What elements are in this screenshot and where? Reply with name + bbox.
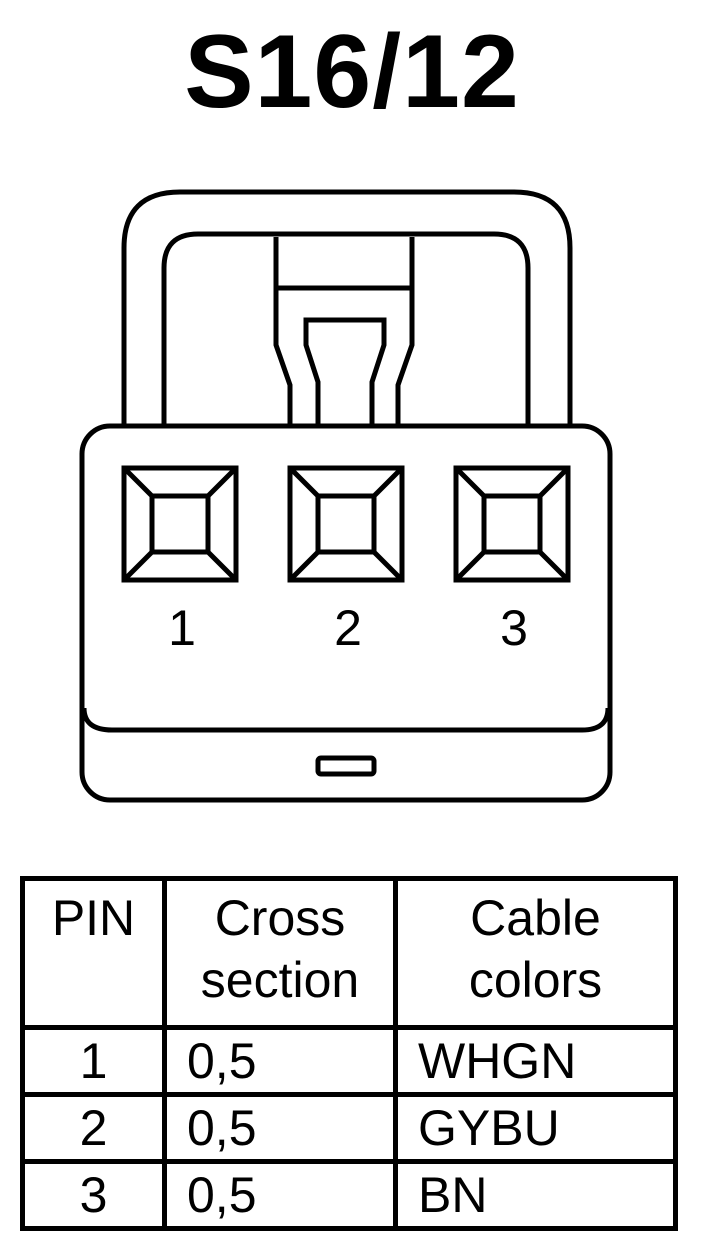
- row-cross-section: 0,5: [162, 1025, 398, 1097]
- latch-tab: [273, 237, 415, 426]
- pin-label-3: 3: [500, 600, 528, 656]
- row-pin: 2: [20, 1092, 167, 1164]
- header-cross-section-line2: section: [200, 952, 360, 1008]
- pin-terminal-3: [453, 465, 571, 583]
- row-pin: 3: [20, 1159, 167, 1231]
- row-cross-section: 0,5: [162, 1159, 398, 1231]
- row-cable-color: BN: [393, 1159, 678, 1231]
- latch-outer-outline: [121, 189, 573, 426]
- table-row: 1 0,5 WHGN: [20, 1025, 678, 1097]
- header-pin: PIN: [20, 876, 167, 1030]
- header-cable-colors: Cable colors: [393, 876, 678, 1030]
- table-header-row: PIN Cross section Cable colors: [20, 876, 678, 1030]
- pin-label-2: 2: [334, 600, 362, 656]
- connector-body: [79, 423, 613, 803]
- header-cross-section: Cross section: [162, 876, 398, 1030]
- row-cable-color: GYBU: [393, 1092, 678, 1164]
- header-cable-colors-line2: colors: [468, 952, 603, 1008]
- pin-label-1: 1: [168, 600, 196, 656]
- header-cable-colors-line1: Cable: [470, 890, 601, 946]
- row-pin: 1: [20, 1025, 167, 1097]
- table-row: 3 0,5 BN: [20, 1159, 678, 1231]
- header-cross-section-line1: Cross: [214, 890, 346, 946]
- pin-terminal-2: [287, 465, 405, 583]
- connector-base-divider: [81, 707, 611, 733]
- pin-terminal-1: [121, 465, 239, 583]
- row-cross-section: 0,5: [162, 1092, 398, 1164]
- pin-assignment-table: PIN Cross section Cable colors 1 0,5 WHG…: [20, 876, 678, 1231]
- table-row: 2 0,5 GYBU: [20, 1092, 678, 1164]
- connector-slot: [315, 755, 377, 777]
- latch-inner-outline: [161, 231, 531, 426]
- connector-drawing: 1 2 3: [79, 189, 613, 803]
- connector-title: S16/12: [184, 14, 520, 130]
- row-cable-color: WHGN: [393, 1025, 678, 1097]
